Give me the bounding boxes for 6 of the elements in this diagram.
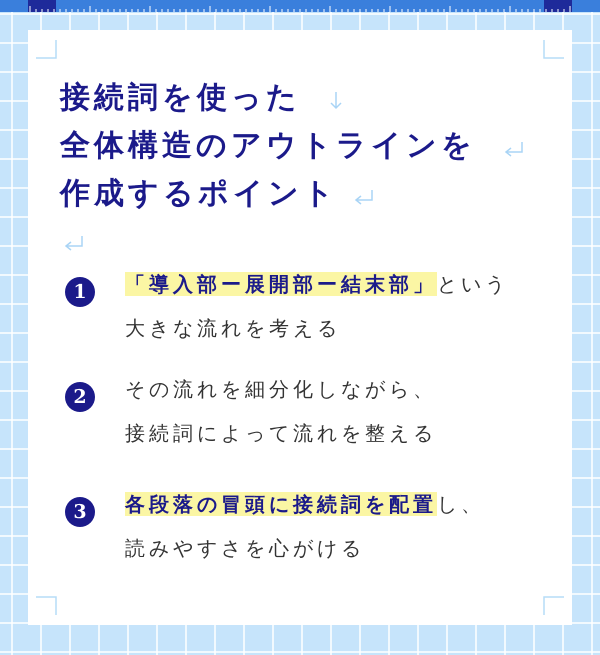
heading-line: 全体構造のアウトラインを — [60, 127, 476, 165]
point-text: 各段落の冒頭に接続詞を配置し、読みやすさを心がける — [125, 491, 486, 562]
point-text: その流れを細分化しながら、接続詞によって流れを整える — [125, 376, 438, 447]
point-text: 「導入部ー展開部ー結末部」という大きな流れを考える — [125, 271, 510, 342]
heading-line: 作成するポイント — [60, 175, 338, 213]
heading-line: 接続詞を使った — [60, 79, 301, 117]
